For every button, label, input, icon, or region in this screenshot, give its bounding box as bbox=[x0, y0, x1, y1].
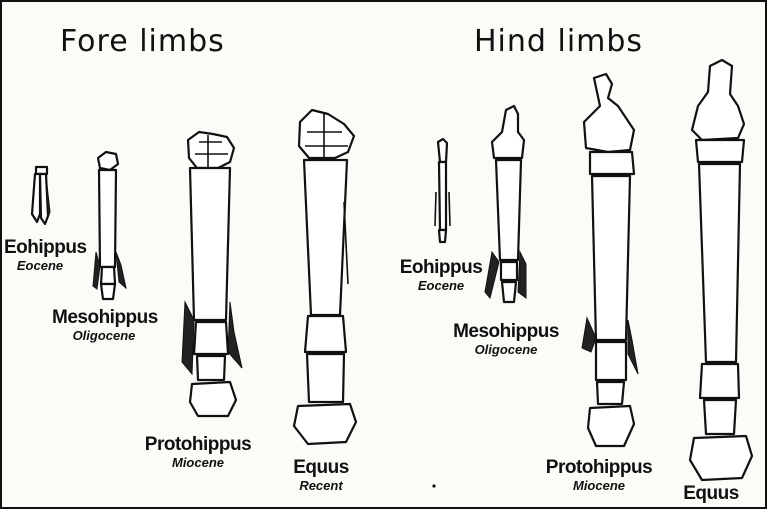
protohippus-hind-limb bbox=[582, 74, 638, 446]
hind-protohippus-epoch: Miocene bbox=[537, 479, 661, 492]
fore-eohippus-epoch: Eocene bbox=[4, 259, 76, 272]
hind-mesohippus-label: Mesohippus Oligocene bbox=[450, 322, 562, 356]
hind-mesohippus-genus: Mesohippus bbox=[450, 322, 562, 341]
eohippus-fore-limb bbox=[32, 167, 50, 224]
fore-protohippus-label: Protohippus Miocene bbox=[142, 435, 254, 469]
protohippus-fore-limb bbox=[182, 132, 242, 416]
fore-eohippus-genus: Eohippus bbox=[4, 238, 76, 257]
hind-mesohippus-epoch: Oligocene bbox=[450, 343, 562, 356]
fore-equus-genus: Equus bbox=[284, 458, 358, 477]
fore-mesohippus-epoch: Oligocene bbox=[52, 329, 156, 342]
mesohippus-hind-limb bbox=[485, 106, 526, 302]
eohippus-hind-limb bbox=[435, 139, 450, 242]
fore-mesohippus-genus: Mesohippus bbox=[52, 308, 156, 327]
hind-eohippus-label: Eohippus Eocene bbox=[395, 258, 487, 292]
mesohippus-fore-limb bbox=[93, 152, 126, 299]
hind-protohippus-genus: Protohippus bbox=[537, 458, 661, 477]
fore-mesohippus-label: Mesohippus Oligocene bbox=[52, 308, 156, 342]
equus-hind-limb bbox=[690, 60, 752, 480]
hind-equus-genus: Equus bbox=[678, 484, 744, 503]
hind-equus-label: Equus bbox=[678, 484, 744, 503]
equus-fore-limb bbox=[294, 110, 356, 444]
fore-eohippus-label: Eohippus Eocene bbox=[4, 238, 76, 272]
fore-equus-epoch: Recent bbox=[284, 479, 358, 492]
hind-eohippus-genus: Eohippus bbox=[395, 258, 487, 277]
fore-protohippus-genus: Protohippus bbox=[142, 435, 254, 454]
hind-protohippus-label: Protohippus Miocene bbox=[537, 458, 661, 492]
fore-equus-label: Equus Recent bbox=[284, 458, 358, 492]
speck-mark bbox=[432, 484, 435, 487]
hind-eohippus-epoch: Eocene bbox=[395, 279, 487, 292]
fore-protohippus-epoch: Miocene bbox=[142, 456, 254, 469]
